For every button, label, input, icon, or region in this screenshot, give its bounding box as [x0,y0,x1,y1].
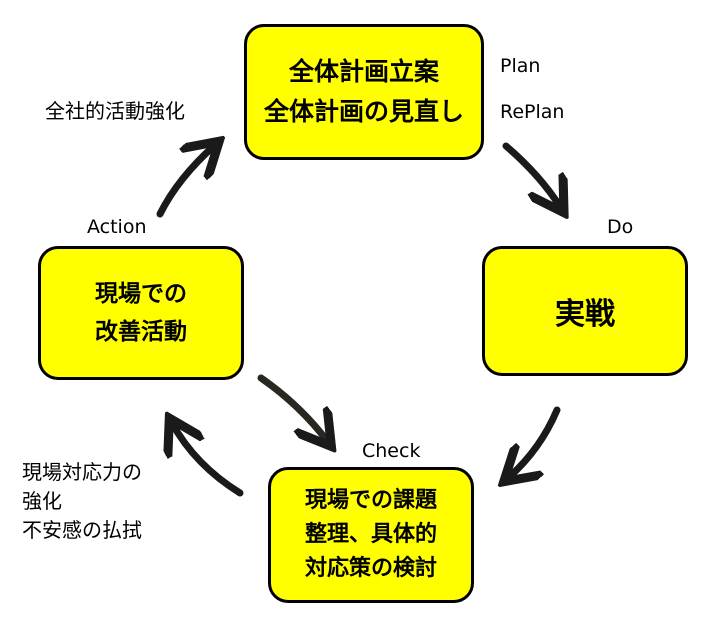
action-box-line1: 現場での [95,281,187,307]
do-box-text: 実戦 [555,297,615,332]
check-box: 現場での課題 整理、具体的 対応策の検討 [268,467,474,603]
note-check-line2: 強化 [22,489,62,513]
check-box-line3: 対応策の検討 [304,556,437,581]
arrow-action-to-plan [156,145,215,218]
label-plan: Plan [500,55,541,77]
arrow-action-to-check [257,374,328,442]
label-check: Check [362,440,421,462]
note-check-line1: 現場対応力の [22,460,142,484]
action-box: 現場での 改善活動 [38,246,244,380]
do-box: 実戦 [482,246,688,376]
arrow-do-to-check [508,406,561,478]
arrow-check-to-action [172,423,244,497]
note-check-line3: 不安感の払拭 [22,518,142,542]
label-action: Action [87,216,147,238]
note-action: 全社的活動強化 [45,99,185,123]
check-box-line1: 現場での課題 [304,488,437,513]
plan-box-line2: 全体計画の見直し [263,97,464,126]
plan-box-line1: 全体計画立案 [288,57,439,86]
label-replan: RePlan [500,101,565,123]
action-box-line2: 改善活動 [95,319,187,345]
label-do: Do [607,216,634,238]
check-box-line2: 整理、具体的 [304,522,437,547]
note-check: 現場対応力の 強化 不安感の払拭 [22,458,142,545]
plan-box: 全体計画立案 全体計画の見直し [244,24,484,160]
arrow-plan-to-do [502,142,561,208]
